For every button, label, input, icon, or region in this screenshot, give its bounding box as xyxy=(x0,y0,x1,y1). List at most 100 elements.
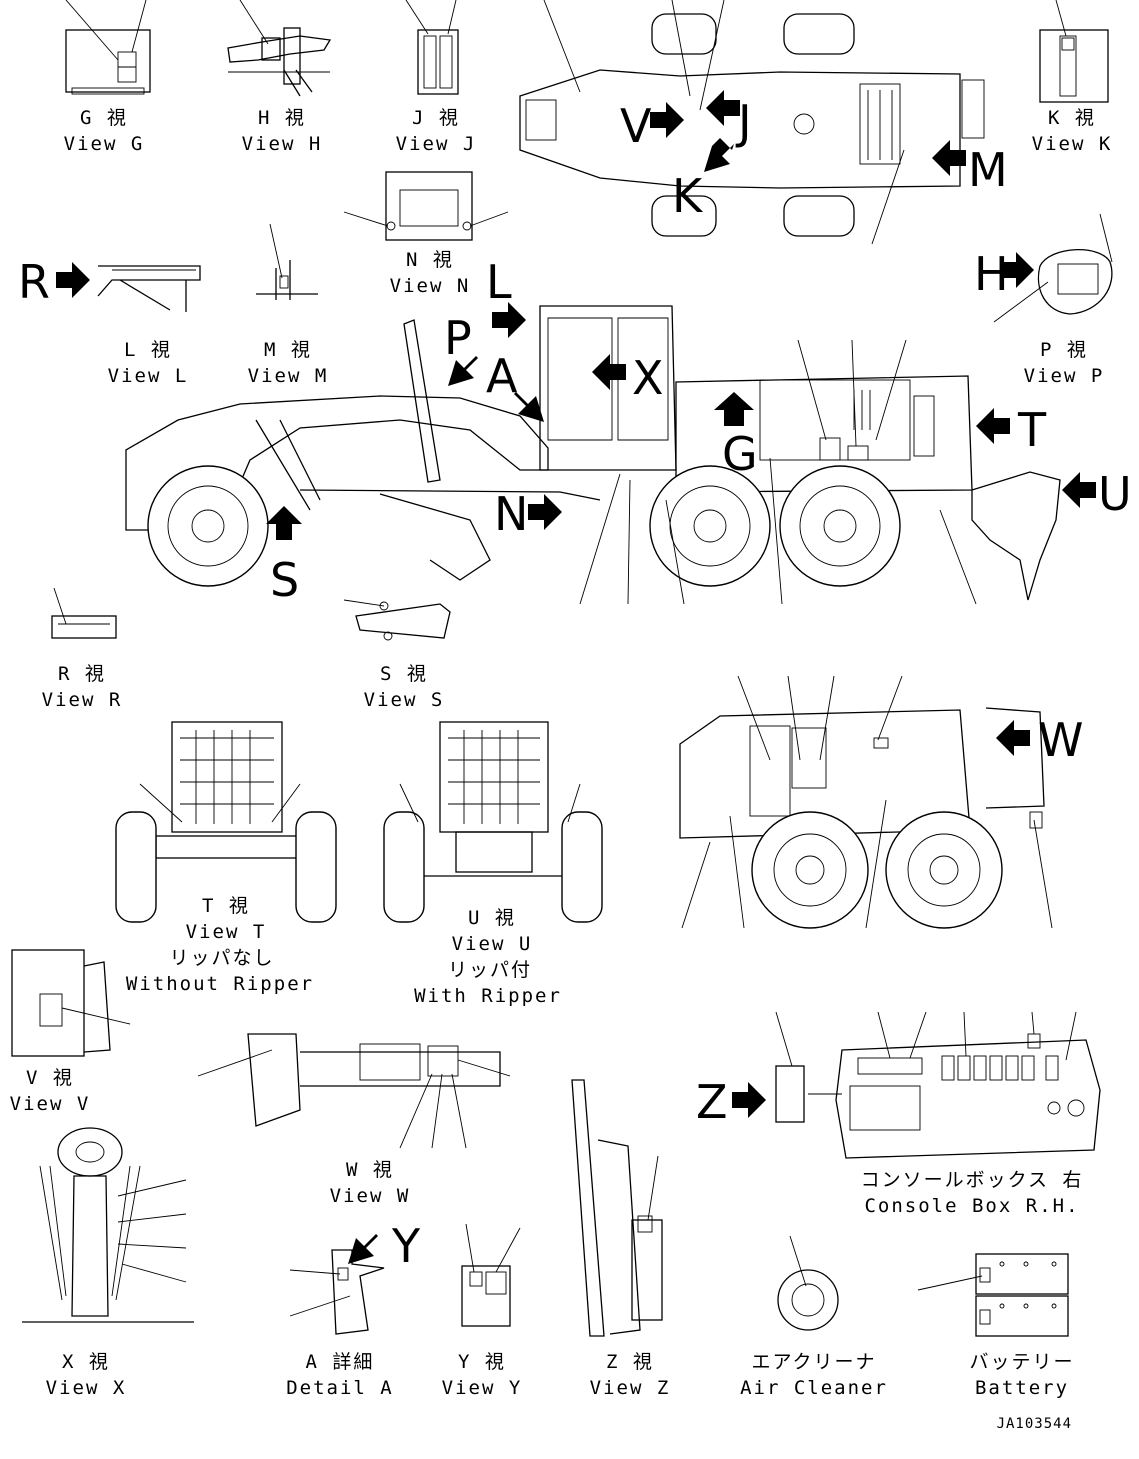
caption-view-t-ja: T 視 xyxy=(202,895,250,917)
view-x-drawing xyxy=(22,1127,194,1323)
plan-view-drawing xyxy=(519,0,985,245)
caption-view-h-en: View H xyxy=(242,133,323,155)
caption-view-t-en: View T xyxy=(186,921,267,943)
drawing-code: JA103544 xyxy=(997,1416,1072,1432)
caption-view-s-en: View S xyxy=(364,689,445,711)
caption-view-n-en: View N xyxy=(390,275,471,297)
view-s-drawing xyxy=(343,599,451,641)
arrow-icon xyxy=(348,1234,378,1264)
arrow-icon xyxy=(996,720,1030,756)
arrow-letter-a: A xyxy=(486,349,518,403)
caption-view-w-en: View W xyxy=(330,1185,411,1207)
caption-view-z-en: View Z xyxy=(590,1377,671,1399)
arrow-letter-j: J xyxy=(735,95,752,149)
caption-view-u-note-en: With Ripper xyxy=(414,985,562,1007)
arrow-letter-s: S xyxy=(270,553,299,607)
caption-battery-en: Battery xyxy=(975,1377,1069,1399)
caption-view-m-en: View M xyxy=(248,365,329,387)
caption-detail-a-en: Detail A xyxy=(286,1377,394,1399)
air-cleaner-drawing xyxy=(777,1235,839,1331)
caption-view-k-ja: K 視 xyxy=(1048,107,1096,129)
console-box-drawing xyxy=(775,1011,1101,1159)
caption-view-y-ja: Y 視 xyxy=(458,1351,506,1373)
arrow-letter-w: W xyxy=(1038,713,1083,767)
caption-view-n-ja: N 視 xyxy=(406,249,454,271)
arrow-icon xyxy=(56,262,90,298)
arrow-icon xyxy=(448,356,478,386)
view-y-drawing xyxy=(461,1223,521,1327)
view-p-drawing xyxy=(993,213,1113,323)
caption-air-cleaner-ja: エアクリーナ xyxy=(751,1351,876,1373)
arrow-icon xyxy=(976,408,1010,444)
arrow-letter-x: X xyxy=(632,351,664,405)
caption-view-g-en: View G xyxy=(64,133,145,155)
arrow-icon xyxy=(492,302,526,338)
caption-view-w-ja: W 視 xyxy=(346,1159,394,1181)
arrow-letter-r: R xyxy=(18,255,50,309)
battery-drawing xyxy=(917,1253,1069,1337)
caption-view-y-en: View Y xyxy=(442,1377,523,1399)
view-h-drawing xyxy=(227,0,332,97)
view-t-drawing xyxy=(115,721,337,923)
arrow-letter-v: V xyxy=(620,99,652,153)
caption-view-k-en: View K xyxy=(1032,133,1113,155)
caption-view-l-ja: L 視 xyxy=(124,339,172,361)
caption-view-x-en: View X xyxy=(46,1377,127,1399)
view-n-drawing xyxy=(343,171,509,241)
arrow-letter-n: N xyxy=(494,487,528,541)
view-w-side-drawing xyxy=(679,675,1053,929)
caption-view-j-ja: J 視 xyxy=(412,107,460,129)
view-m-drawing xyxy=(256,223,318,300)
caption-console-box-en: Console Box R.H. xyxy=(864,1195,1079,1217)
arrow-icon xyxy=(592,354,626,390)
arrow-letter-l: L xyxy=(486,255,512,309)
view-u-drawing xyxy=(383,721,603,923)
view-l-drawing xyxy=(97,265,201,312)
view-k-drawing xyxy=(1039,0,1109,103)
caption-view-u-en: View U xyxy=(452,933,533,955)
caption-view-h-ja: H 視 xyxy=(258,107,306,129)
caption-view-r-ja: R 視 xyxy=(58,663,106,685)
arrow-letter-u: U xyxy=(1098,467,1132,521)
arrow-letters: R L P A X G T N S U H M V J K W Y Z xyxy=(18,95,1132,1273)
arrow-icon xyxy=(704,138,734,172)
caption-air-cleaner-en: Air Cleaner xyxy=(740,1377,888,1399)
arrow-letter-h: H xyxy=(974,247,1009,301)
arrow-letter-t: T xyxy=(1017,403,1047,457)
caption-view-u-ja: U 視 xyxy=(468,907,516,929)
caption-view-p-ja: P 視 xyxy=(1040,339,1088,361)
caption-view-g-ja: G 視 xyxy=(80,107,128,129)
arrow-icon xyxy=(714,392,754,426)
caption-view-p-en: View P xyxy=(1024,365,1105,387)
view-z-drawing xyxy=(571,1079,663,1337)
arrow-icon xyxy=(932,140,966,176)
arrow-icon xyxy=(266,506,302,540)
caption-view-v-en: View V xyxy=(10,1093,91,1115)
arrow-letter-z: Z xyxy=(696,1075,728,1129)
caption-view-t-note-en: Without Ripper xyxy=(126,973,314,995)
arrow-icon xyxy=(514,392,544,422)
caption-view-j-en: View J xyxy=(396,133,477,155)
arrow-letter-p: P xyxy=(444,311,472,365)
caption-view-l-en: View L xyxy=(108,365,189,387)
view-captions: G 視 View G H 視 View H J 視 View J K 視 Vie… xyxy=(10,107,1113,1399)
caption-view-r-en: View R xyxy=(42,689,123,711)
arrow-icon xyxy=(1000,252,1034,288)
caption-view-z-ja: Z 視 xyxy=(606,1351,654,1373)
view-j-drawing xyxy=(405,0,459,95)
arrow-icon xyxy=(732,1082,766,1118)
arrow-letter-k: K xyxy=(672,169,704,223)
arrow-icon xyxy=(650,102,684,138)
view-direction-arrows xyxy=(56,90,1096,1264)
view-v-drawing xyxy=(11,949,131,1057)
view-w-frame-drawing xyxy=(197,1033,511,1149)
caption-view-v-ja: V 視 xyxy=(26,1067,74,1089)
view-r-drawing xyxy=(51,587,117,639)
main-side-view-drawing xyxy=(125,305,1061,605)
detail-a-drawing xyxy=(289,1249,385,1335)
arrow-icon xyxy=(528,494,562,530)
caption-console-box-ja: コンソールボックス 右 xyxy=(861,1169,1084,1191)
caption-detail-a-ja: A 詳細 xyxy=(306,1351,375,1373)
